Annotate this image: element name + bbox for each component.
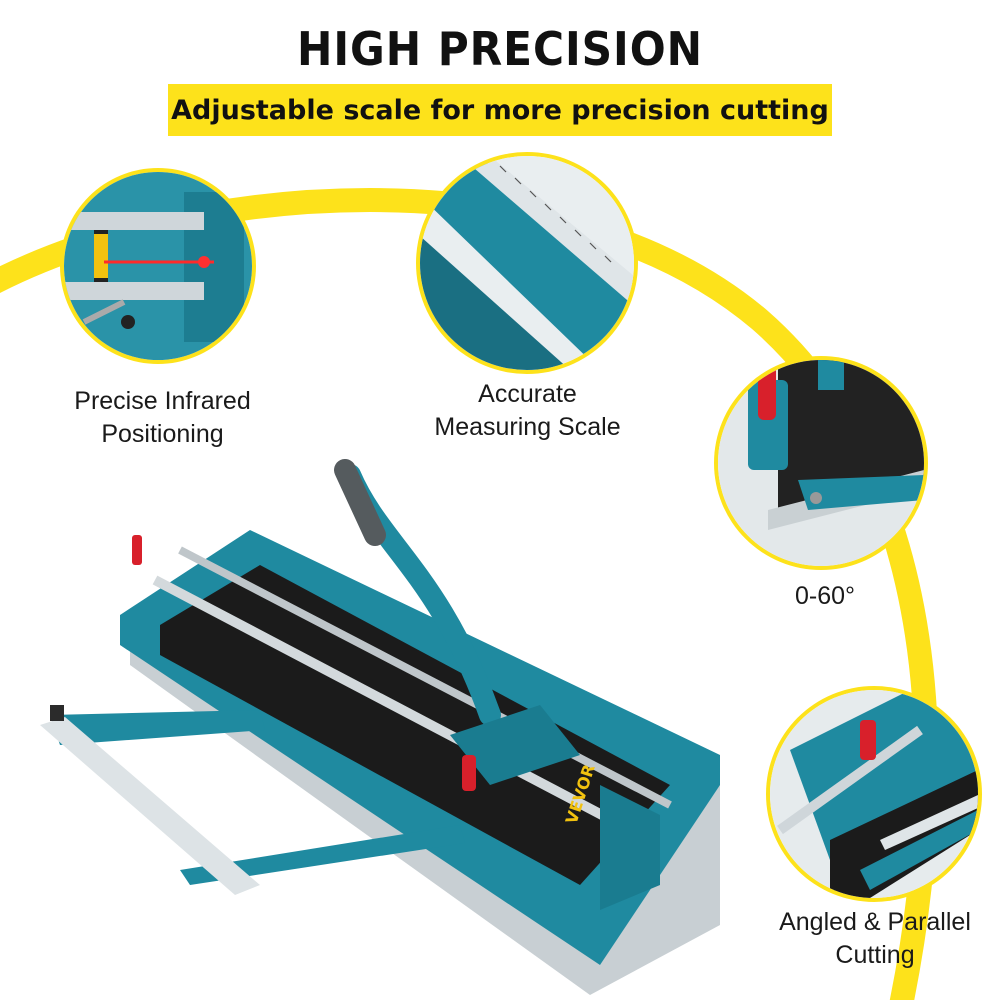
ruler-scale-icon bbox=[420, 156, 634, 370]
caption-line-1: Angled & Parallel bbox=[779, 908, 971, 936]
feature-circle-parallel bbox=[770, 690, 978, 898]
subtitle-banner: Adjustable scale for more precision cutt… bbox=[168, 84, 832, 136]
page-title: HIGH PRECISION bbox=[297, 22, 703, 76]
feature-circle-scale bbox=[420, 156, 634, 370]
caption-line-2: Cutting bbox=[835, 941, 915, 969]
subtitle-text: Adjustable scale for more precision cutt… bbox=[171, 94, 829, 126]
feature-caption-scale: Accurate Measuring Scale bbox=[400, 378, 655, 444]
caption-line-2: Measuring Scale bbox=[434, 413, 621, 441]
caption-line-1: 0-60° bbox=[794, 582, 856, 610]
feature-caption-parallel: Angled & Parallel Cutting bbox=[760, 906, 990, 972]
feature-caption-infrared: Precise Infrared Positioning bbox=[40, 385, 285, 451]
feature-caption-angle: 0-60° bbox=[770, 580, 880, 613]
caption-line-1: Accurate bbox=[478, 380, 577, 408]
angle-guide-icon bbox=[718, 360, 924, 566]
caption-line-2: Positioning bbox=[101, 420, 224, 448]
tile-cutter-illustration: VEVOR bbox=[40, 459, 720, 995]
caption-line-1: Precise Infrared bbox=[74, 387, 251, 415]
feature-circle-infrared bbox=[64, 172, 252, 360]
feature-circle-angle bbox=[718, 360, 924, 566]
infrared-laser-icon bbox=[64, 172, 252, 360]
parallel-guide-icon bbox=[770, 690, 978, 898]
